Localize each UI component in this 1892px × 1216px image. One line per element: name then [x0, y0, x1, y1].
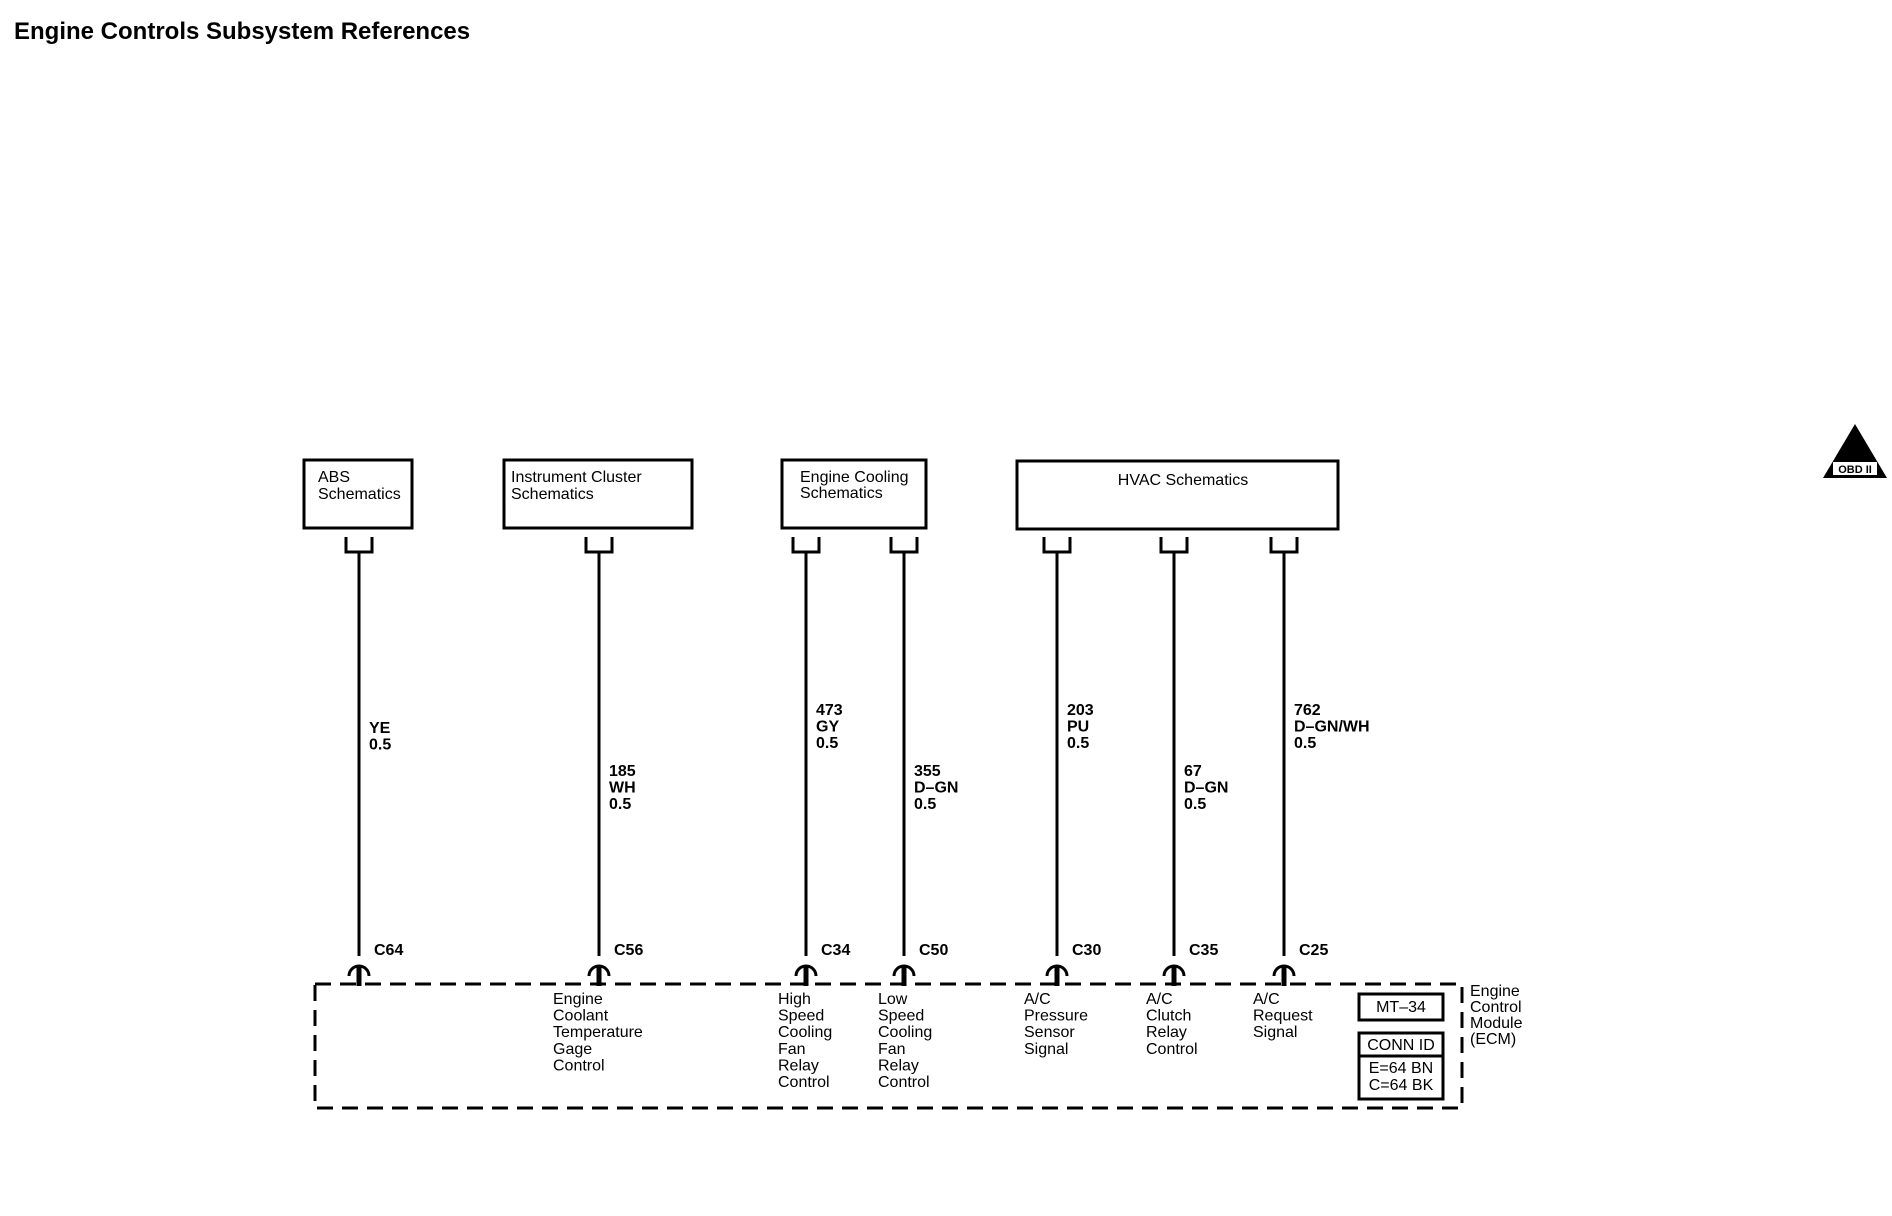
connector-id-title: CONN ID — [1367, 1037, 1435, 1054]
pin-label: C30 — [1072, 942, 1101, 959]
top-connector-symbol — [1042, 537, 1072, 554]
function-label: Speed — [878, 1008, 924, 1025]
function-label: Sensor — [1024, 1024, 1075, 1041]
function-label: Signal — [1024, 1041, 1068, 1058]
function-label: Relay — [778, 1057, 819, 1074]
wire-label: D–GN — [914, 780, 958, 797]
top-connector-symbol — [889, 537, 919, 554]
function-label: Speed — [778, 1008, 824, 1025]
pin-label: C50 — [919, 942, 948, 959]
wire-label: 355 — [914, 763, 941, 780]
connector-id-box: CONN ID E=64 BN C=64 BK — [1357, 1031, 1445, 1101]
wire-label: 762 — [1294, 702, 1321, 719]
wire-label: 185 — [609, 763, 636, 780]
top-connector-symbol — [584, 537, 614, 554]
top-connector-symbol — [344, 537, 374, 554]
ecm-module: Engine Control Module (ECM) MT–34 CONN I… — [313, 982, 1523, 1110]
connector-id-line: E=64 BN — [1369, 1060, 1433, 1077]
wire-label: 67 — [1184, 763, 1202, 780]
wire-label: 473 — [816, 702, 843, 719]
function-label: Control — [878, 1074, 930, 1091]
function-label: Temperature — [553, 1024, 643, 1041]
wire-label: 0.5 — [1184, 796, 1206, 813]
function-label: Engine — [553, 991, 603, 1008]
wire-label: GY — [816, 719, 839, 736]
connector-id-line: C=64 BK — [1369, 1077, 1434, 1094]
reference-box-hvac[interactable]: HVAC Schematics — [1015, 459, 1340, 531]
reference-label-line: ABS — [318, 469, 350, 486]
wires-group: C64YE0.5C56185WH0.5EngineCoolantTemperat… — [344, 537, 1370, 1091]
function-label: Cooling — [778, 1024, 832, 1041]
pin-label: C34 — [821, 942, 850, 959]
obd-ii-badge: II OBD II — [1823, 424, 1887, 478]
function-label: Fan — [878, 1041, 906, 1058]
reference-label-line: Engine Cooling — [800, 469, 909, 486]
function-label: Control — [1146, 1041, 1198, 1058]
function-label: Cooling — [878, 1024, 932, 1041]
module-id-box: MT–34 — [1357, 992, 1445, 1022]
wire-label: 0.5 — [1294, 735, 1316, 752]
module-id: MT–34 — [1376, 999, 1426, 1016]
pin-label: C56 — [614, 942, 643, 959]
reference-label-line: Schematics — [800, 485, 883, 502]
function-label: Gage — [553, 1041, 592, 1058]
wire-label: 0.5 — [914, 796, 936, 813]
top-connector-symbol — [1269, 537, 1299, 554]
top-connector-symbol — [1159, 537, 1189, 554]
wire-label: 0.5 — [1067, 735, 1089, 752]
wire-label: 203 — [1067, 702, 1094, 719]
reference-label-line: Schematics — [511, 486, 594, 503]
reference-label-line: Schematics — [318, 486, 401, 503]
badge-bottom-text: OBD II — [1838, 464, 1872, 476]
function-label: Fan — [778, 1041, 806, 1058]
module-name-line: Module — [1470, 1015, 1523, 1032]
pin-label: C35 — [1189, 942, 1218, 959]
wire-label: WH — [609, 780, 636, 797]
function-label: Control — [553, 1057, 605, 1074]
reference-label-line: HVAC Schematics — [1118, 472, 1248, 489]
pin-label: C25 — [1299, 942, 1328, 959]
function-label: Signal — [1253, 1024, 1297, 1041]
page-title: Engine Controls Subsystem References — [14, 18, 471, 45]
module-name-line: Control — [1470, 999, 1522, 1016]
function-label: Relay — [878, 1057, 919, 1074]
wire-label: 0.5 — [609, 796, 631, 813]
function-label: Pressure — [1024, 1008, 1088, 1025]
pin-label: C64 — [374, 942, 403, 959]
module-name-line: (ECM) — [1470, 1031, 1516, 1048]
function-label: Request — [1253, 1008, 1313, 1025]
function-label: Clutch — [1146, 1008, 1191, 1025]
function-label: High — [778, 991, 811, 1008]
function-label: A/C — [1146, 991, 1173, 1008]
function-label: Low — [878, 991, 908, 1008]
function-label: A/C — [1253, 991, 1280, 1008]
function-label: A/C — [1024, 991, 1051, 1008]
function-label: Relay — [1146, 1024, 1187, 1041]
reference-label-line: Instrument Cluster — [511, 469, 642, 486]
wire-label: 0.5 — [369, 737, 391, 754]
wire-label: D–GN — [1184, 780, 1228, 797]
wire-label: D–GN/WH — [1294, 719, 1370, 736]
reference-box-instrument-cluster[interactable]: Instrument Cluster Schematics — [502, 458, 694, 530]
reference-box-abs[interactable]: ABS Schematics — [302, 458, 414, 530]
top-connector-symbol — [791, 537, 821, 554]
wire-label: 0.5 — [816, 735, 838, 752]
wire-label: YE — [369, 720, 391, 737]
wire-label: PU — [1067, 719, 1089, 736]
function-label: Control — [778, 1074, 830, 1091]
module-name-line: Engine — [1470, 983, 1520, 1000]
badge-top-text: II — [1850, 442, 1860, 462]
reference-box-engine-cooling[interactable]: Engine Cooling Schematics — [780, 458, 928, 530]
function-label: Coolant — [553, 1008, 609, 1025]
